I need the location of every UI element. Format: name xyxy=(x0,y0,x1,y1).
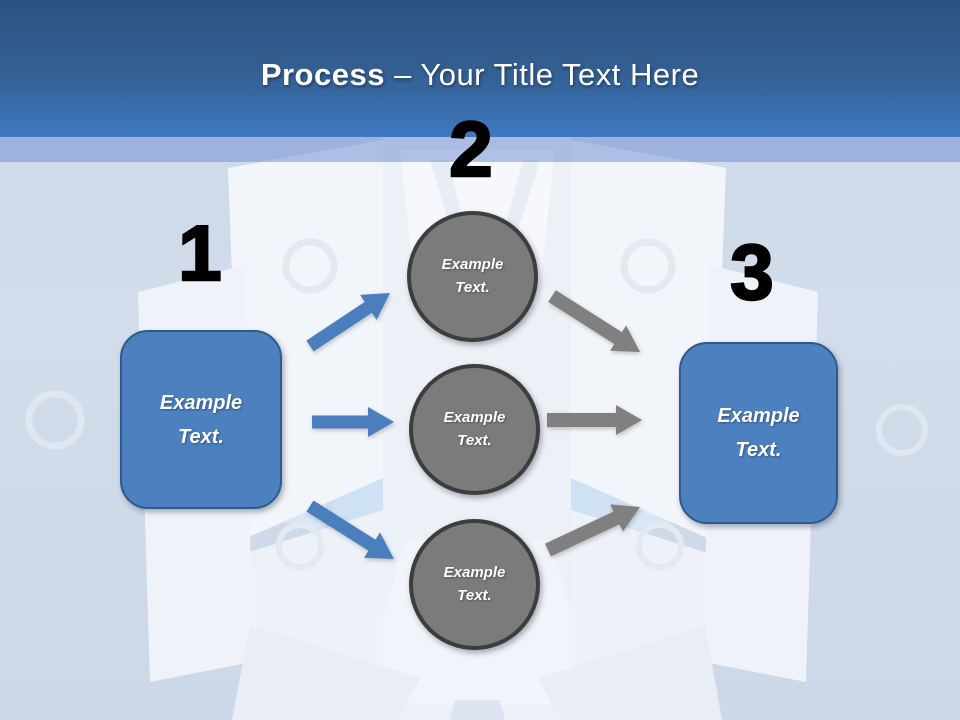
arrow-top-circle-to-right xyxy=(548,290,640,353)
circle-top-label: Example Text. xyxy=(441,256,504,296)
title-subtitle: – Your Title Text Here xyxy=(394,56,700,92)
slide-title[interactable]: Process – Your Title Text Here xyxy=(261,45,699,93)
header-band: Process – Your Title Text Here xyxy=(0,0,960,137)
process-end-box[interactable]: Example Text. xyxy=(679,342,838,524)
process-start-box[interactable]: Example Text. xyxy=(120,330,282,509)
start-box-label: Example Text. xyxy=(159,391,243,448)
process-circle-middle[interactable]: Example Text. xyxy=(409,364,540,495)
end-box-label: Example Text. xyxy=(717,405,800,461)
arrow-left-to-bottom-circle xyxy=(306,500,394,559)
accent-band xyxy=(0,137,960,162)
circle-middle-label: Example Text. xyxy=(443,409,506,449)
process-circle-bottom[interactable]: Example Text. xyxy=(409,519,540,650)
step-number-3[interactable]: 3 xyxy=(729,228,775,316)
step-number-2[interactable]: 2 xyxy=(448,105,494,193)
arrow-left-to-top-circle xyxy=(306,292,390,352)
arrow-bottom-circle-to-right xyxy=(545,504,641,557)
circle-bottom-label: Example Text. xyxy=(443,564,506,604)
step-number-1[interactable]: 1 xyxy=(177,209,223,297)
title-keyword: Process xyxy=(260,56,385,92)
process-circle-top[interactable]: Example Text. xyxy=(407,211,538,342)
